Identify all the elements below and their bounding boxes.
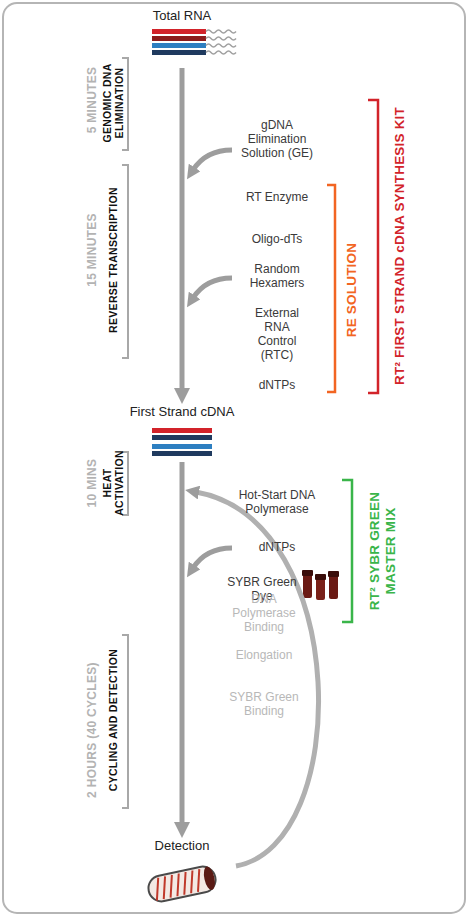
poly-a-tail xyxy=(206,30,236,54)
step-heading: REVERSE TRANSCRIPTION xyxy=(107,165,119,355)
detection-tube xyxy=(146,864,218,904)
cycle-step: SYBR Green Binding xyxy=(224,690,304,718)
tube-stripes xyxy=(152,869,204,900)
cdna-strand xyxy=(152,451,212,456)
tube-body xyxy=(146,864,218,904)
reagent-label: External RNA Control (RTC) xyxy=(246,306,308,362)
cdna-strand xyxy=(152,428,212,433)
cdna-strand xyxy=(152,444,212,449)
reagent-label: Oligo-dTs xyxy=(236,232,318,246)
timing-bracket xyxy=(122,635,128,808)
cycle-step: DNA Polymerase Binding xyxy=(224,592,304,634)
vial-cap xyxy=(328,571,339,577)
first-strand-kit-bracket xyxy=(368,100,378,393)
cdna-strand xyxy=(152,435,212,440)
rna-strand xyxy=(152,43,206,48)
cycle-loop-arrow xyxy=(196,492,319,866)
vial xyxy=(303,574,312,598)
kit-name: RE SOLUTION xyxy=(344,225,360,355)
duration-label: 10 MINS xyxy=(85,448,99,518)
stage-node: First Strand cDNA xyxy=(112,404,252,462)
duration-label: 5 MINUTES xyxy=(85,55,99,145)
stage-label: Total RNA xyxy=(132,8,232,23)
timing-brackets xyxy=(122,58,128,808)
reagent-label: RT Enzyme xyxy=(236,190,318,204)
timing-bracket xyxy=(122,165,128,358)
reagent-label: dNTPs xyxy=(236,540,318,554)
rna-strand xyxy=(152,50,206,55)
kit-name: RT² FIRST STRAND cDNA SYNTHESIS KIT xyxy=(392,86,408,406)
re-solution-bracket xyxy=(327,185,335,392)
tube-cap xyxy=(202,865,217,891)
cycle-step: Elongation xyxy=(224,648,304,662)
step-heading: GENOMIC DNA ELIMINATION xyxy=(101,57,125,149)
rna-strand xyxy=(152,36,206,41)
insertion-arrow xyxy=(193,150,232,170)
vial-cap xyxy=(302,570,313,576)
stage-node: Total RNA xyxy=(132,8,232,68)
reagent-label: Hot-Start DNA Polymerase xyxy=(227,488,327,516)
stage-label: First Strand cDNA xyxy=(112,404,252,419)
reagent-label: gDNA Elimination Solution (GE) xyxy=(236,118,318,160)
insertion-arrow xyxy=(193,278,232,298)
master-mix-bracket xyxy=(342,480,352,622)
reagent-label: Random Hexamers xyxy=(236,262,318,290)
flow-arrow xyxy=(180,462,185,822)
insertion-arrow xyxy=(193,548,232,568)
step-heading: CYCLING AND DETECTION xyxy=(107,628,119,813)
vial xyxy=(316,578,325,600)
duration-label: 15 MINUTES xyxy=(85,190,99,310)
sybr-vials xyxy=(302,570,339,600)
stage-label: Detection xyxy=(132,838,232,853)
reagent-label: dNTPs xyxy=(236,378,318,392)
vial xyxy=(329,575,338,599)
panel-border xyxy=(3,3,465,913)
vial-cap xyxy=(315,574,326,580)
rna-strand xyxy=(152,29,206,34)
step-heading: HEAT ACTIVATION xyxy=(101,443,125,523)
duration-label: 2 HOURS (40 CYCLES) xyxy=(85,650,99,810)
stage-node: Detection xyxy=(132,838,232,910)
rna-strands xyxy=(152,29,236,55)
flow-arrow xyxy=(180,68,185,388)
cdna-strands xyxy=(152,428,212,456)
kit-name: RT² SYBR GREEN MASTER MIX xyxy=(367,481,399,621)
